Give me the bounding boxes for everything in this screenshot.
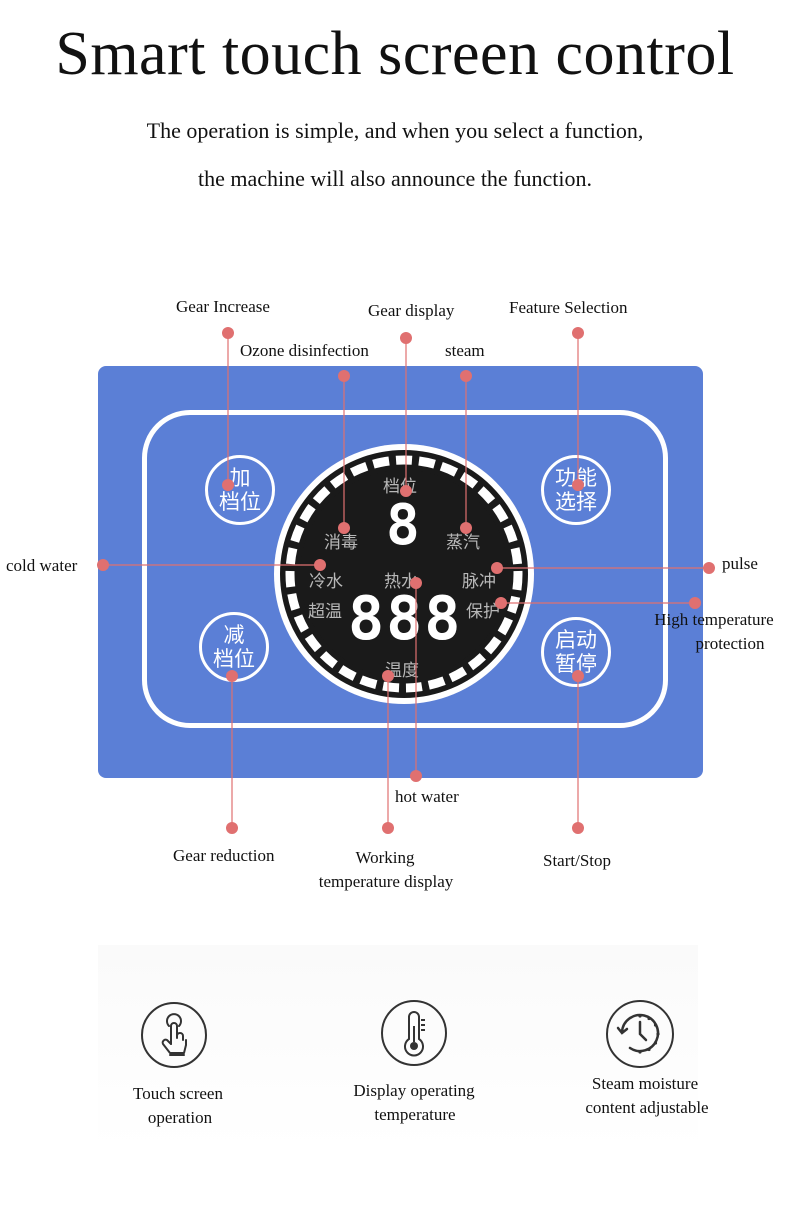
- callout-working-temp-line1: Working: [355, 848, 415, 867]
- panel-inner-frame: [142, 410, 668, 728]
- callout-feature-selection: Feature Selection: [509, 298, 628, 317]
- display-hot-label: 热水: [384, 572, 418, 592]
- callout-start-stop: Start/Stop: [543, 851, 612, 870]
- callout-dot: [460, 522, 472, 534]
- feature-temp-line2: temperature: [374, 1105, 456, 1124]
- timer-icon-glyph: [616, 1013, 660, 1054]
- callout-steam: steam: [445, 341, 485, 360]
- callout-gear-increase: Gear Increase: [176, 297, 270, 316]
- start-stop-line1: 启动: [555, 628, 597, 652]
- callout-dot: [572, 327, 584, 339]
- timer-icon: [606, 1000, 674, 1068]
- callout-dot: [703, 562, 715, 574]
- callout-dot: [410, 770, 422, 782]
- circular-display: [274, 444, 534, 704]
- callout-dot: [382, 822, 394, 834]
- callout-ozone-disinfection: Ozone disinfection: [240, 341, 369, 360]
- feature-steam-line2: content adjustable: [585, 1098, 709, 1117]
- gear-increase-line1: 加: [229, 466, 251, 490]
- display-overtemp-label: 超温: [308, 602, 342, 622]
- display-protect-label: 保护: [466, 602, 500, 622]
- callout-dot: [314, 559, 326, 571]
- display-cold-label: 冷水: [309, 572, 343, 592]
- thermometer-icon-glyph: [404, 1011, 425, 1057]
- callout-dot: [410, 577, 422, 589]
- callout-dot: [226, 670, 238, 682]
- callout-dot: [382, 670, 394, 682]
- gear-reduce-line2: 档位: [213, 647, 255, 671]
- subtitle-line-1: The operation is simple, and when you se…: [146, 118, 644, 143]
- gear-reduce-line1: 减: [223, 623, 245, 647]
- callout-high-temp-line2: protection: [695, 634, 765, 653]
- display-ozone-label: 消毒: [324, 533, 358, 553]
- display-steam-label: 蒸汽: [446, 533, 480, 553]
- callout-gear-reduction: Gear reduction: [173, 846, 275, 865]
- callout-dot: [495, 597, 507, 609]
- callout-dot: [222, 327, 234, 339]
- page-title: Smart touch screen control: [55, 20, 735, 88]
- callout-dot: [572, 822, 584, 834]
- touch-icon-glyph: [161, 1013, 187, 1056]
- feature-touch-line1: Touch screen: [133, 1084, 223, 1103]
- touch-icon: [141, 1002, 207, 1068]
- feature-select-button[interactable]: 功能 选择: [541, 455, 611, 525]
- callout-high-temp-line1: High temperature: [654, 610, 774, 629]
- display-temp-value: 888: [348, 584, 463, 654]
- callout-dot: [689, 597, 701, 609]
- callout-dot: [338, 370, 350, 382]
- feature-temp-line1: Display operating: [353, 1081, 475, 1100]
- display-pulse-label: 脉冲: [462, 572, 496, 592]
- callout-dot: [222, 479, 234, 491]
- callout-dot: [97, 559, 109, 571]
- callout-dot: [226, 822, 238, 834]
- callout-dot: [491, 562, 503, 574]
- callout-dot: [460, 370, 472, 382]
- subtitle-line-2: the machine will also announce the funct…: [197, 166, 593, 191]
- callout-working-temp-line2: temperature display: [318, 872, 454, 891]
- display-ring-segments: [285, 455, 523, 693]
- callout-pulse: pulse: [722, 554, 758, 573]
- callout-cold-water: cold water: [6, 556, 78, 575]
- gear-increase-button[interactable]: 加 档位: [205, 455, 275, 525]
- callout-dot: [400, 332, 412, 344]
- callout-dot: [338, 522, 350, 534]
- gear-increase-line2: 档位: [219, 490, 261, 514]
- callout-gear-display: Gear display: [368, 301, 455, 320]
- callout-dot: [572, 670, 584, 682]
- feature-select-line2: 选择: [555, 490, 597, 514]
- callout-hot-water: hot water: [395, 787, 459, 806]
- thermometer-icon: [381, 1000, 447, 1066]
- callout-dot: [572, 479, 584, 491]
- display-gear-value: 8: [386, 493, 420, 558]
- callout-dot: [400, 485, 412, 497]
- feature-steam-line1: Steam moisture: [591, 1074, 699, 1093]
- feature-touch-line2: operation: [147, 1108, 213, 1127]
